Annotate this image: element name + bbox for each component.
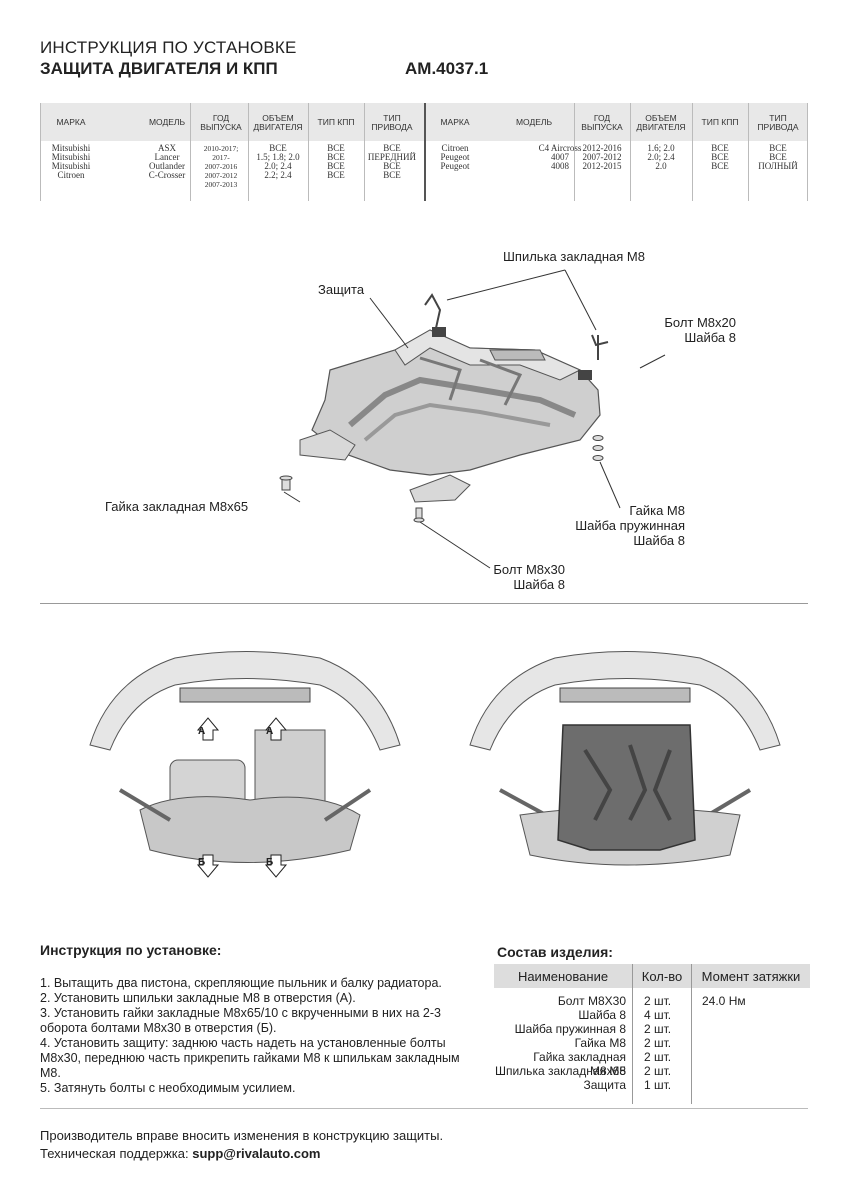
table-divider bbox=[630, 103, 631, 201]
parts-header-name: Наименование bbox=[494, 964, 632, 988]
mark-b-arrows bbox=[196, 854, 288, 878]
footer-divider bbox=[40, 1108, 808, 1109]
cell-brand-right: Citroen Peugeot Peugeot bbox=[440, 143, 470, 171]
part-name: Гайка закладная М8х65 bbox=[533, 1050, 626, 1078]
header-year: ГОД ВЫПУСКА bbox=[200, 112, 242, 132]
header-drive-right: ТИП ПРИВОДА bbox=[757, 112, 799, 132]
parts-divider bbox=[632, 964, 633, 1104]
part-name: Шайба 8 bbox=[578, 1008, 626, 1022]
instruction-step: 3. Установить гайки закладные М8х65/10 с… bbox=[40, 1006, 441, 1035]
vehicle-underside-installed-diagram bbox=[469, 651, 781, 866]
header-brand-right: МАРКА bbox=[440, 117, 470, 128]
part-name: Шпилька закладная М8 bbox=[494, 1064, 626, 1078]
fastener-stud-left bbox=[424, 293, 442, 329]
header-engine: ОБЪЕМ ДВИГАТЕЛЯ bbox=[253, 112, 303, 132]
fastener-nut-insert bbox=[279, 475, 293, 491]
part-qty: 1 шт. bbox=[644, 1078, 672, 1092]
leader-lines bbox=[283, 269, 666, 569]
table-divider bbox=[40, 103, 41, 201]
mark-b-label-1: Б bbox=[198, 857, 206, 868]
header-gearbox: ТИП КПП bbox=[317, 117, 355, 128]
footer-notice: Производитель вправе вносить изменения в… bbox=[40, 1128, 444, 1143]
mark-a-arrows bbox=[196, 717, 288, 741]
parts-header-torque: Момент затяжки bbox=[692, 964, 810, 988]
skid-plate-drawing bbox=[299, 327, 601, 503]
cell-drive-right: ВСЕ ВСЕ ПОЛНЫЙ bbox=[758, 143, 798, 171]
parts-header-qty: Кол-во bbox=[633, 964, 691, 988]
label-nut-m8: Гайка М8 Шайба пружинная Шайба 8 bbox=[575, 503, 685, 548]
parts-table: Наименование Кол-во Момент затяжки Болт … bbox=[494, 964, 810, 1104]
header-model: МОДЕЛЬ bbox=[148, 117, 186, 128]
part-qty: 2 шт. bbox=[644, 1022, 672, 1036]
header-model-right: МОДЕЛЬ bbox=[515, 117, 553, 128]
header-engine-right: ОБЪЕМ ДВИГАТЕЛЯ bbox=[636, 112, 686, 132]
part-qty: 2 шт. bbox=[644, 994, 672, 1008]
exploded-assembly-diagram bbox=[279, 269, 666, 569]
table-divider-center bbox=[424, 103, 426, 201]
header-year-right: ГОД ВЫПУСКА bbox=[581, 112, 623, 132]
part-name: Гайка М8 bbox=[574, 1036, 626, 1050]
parts-title: Состав изделия: bbox=[497, 944, 613, 960]
part-qty: 2 шт. bbox=[644, 1050, 672, 1064]
cell-gearbox-left: ВСЕ ВСЕ ВСЕ ВСЕ bbox=[327, 143, 345, 180]
support-email-link[interactable]: supp@rivalauto.com bbox=[192, 1146, 321, 1161]
cell-engine-left: ВСЕ 1.5; 1.8; 2.0 2.0; 2.4 2.2; 2.4 bbox=[256, 143, 300, 180]
table-divider bbox=[190, 103, 191, 201]
fastener-stud-right bbox=[591, 334, 609, 360]
header-drive: ТИП ПРИВОДА bbox=[371, 112, 413, 132]
cell-engine-right: 1.6; 2.0 2.0; 2.4 2.0 bbox=[647, 143, 675, 171]
part-name: Болт М8Х30 bbox=[557, 994, 626, 1008]
part-qty: 4 шт. bbox=[644, 1008, 672, 1022]
cell-model-left: ASX Lancer Outlander C-Crosser bbox=[148, 143, 186, 180]
part-qty: 2 шт. bbox=[644, 1036, 672, 1050]
cell-gearbox-right: ВСЕ ВСЕ ВСЕ bbox=[711, 143, 729, 171]
fastener-washers bbox=[592, 435, 604, 461]
cell-year-right: 2012-2016 2007-2012 2012-2015 bbox=[582, 143, 622, 171]
fastener-bolt-bottom bbox=[413, 507, 425, 523]
label-nut-insert: Гайка закладная М8х65 bbox=[105, 499, 249, 514]
cell-model-right: C4 Aircross 4007 4008 bbox=[538, 143, 582, 171]
cell-brand-left: Mitsubishi Mitsubishi Mitsubishi Citroen bbox=[51, 143, 91, 180]
instructions-list: 1. Вытащить два пистона, скрепляющие пыл… bbox=[40, 976, 470, 1096]
part-qty: 2 шт. bbox=[644, 1064, 672, 1078]
instruction-step: 4. Установить защиту: заднюю часть надет… bbox=[40, 1036, 460, 1080]
table-divider bbox=[748, 103, 749, 201]
table-divider bbox=[692, 103, 693, 201]
label-bolt-bottom: Болт М8х30 Шайба 8 bbox=[493, 562, 565, 592]
installed-skid-plate bbox=[557, 724, 696, 851]
label-bolt-top: Болт М8х20 Шайба 8 bbox=[664, 315, 736, 345]
header-brand: МАРКА bbox=[56, 117, 86, 128]
parts-divider bbox=[691, 964, 692, 1104]
header-gearbox-right: ТИП КПП bbox=[701, 117, 739, 128]
mark-b-label-2: Б bbox=[266, 857, 274, 868]
cell-drive-left: ВСЕ ПЕРЕДНИЙ ВСЕ ВСЕ bbox=[367, 143, 417, 180]
vehicle-underside-before-diagram bbox=[89, 651, 401, 878]
mark-a-label-1: А bbox=[198, 726, 206, 737]
document-title: ИНСТРУКЦИЯ ПО УСТАНОВКЕ bbox=[40, 38, 297, 57]
document-subtitle: ЗАЩИТА ДВИГАТЕЛЯ И КПП bbox=[40, 59, 278, 78]
table-divider bbox=[248, 103, 249, 201]
table-divider bbox=[574, 103, 575, 201]
part-name: Шайба пружинная 8 bbox=[514, 1022, 626, 1036]
part-name: Защита bbox=[583, 1078, 626, 1092]
cell-year-left: 2010-2017; 2017- 2007-2016 2007-2012 200… bbox=[203, 144, 239, 189]
label-stud: Шпилька закладная М8 bbox=[503, 249, 645, 264]
footer-support: Техническая поддержка: supp@rivalauto.co… bbox=[40, 1146, 320, 1161]
table-divider bbox=[308, 103, 309, 201]
instruction-step: 5. Затянуть болты с необходимым усилием. bbox=[40, 1081, 296, 1095]
part-torque: 24.0 Нм bbox=[702, 994, 746, 1008]
section-divider bbox=[40, 603, 808, 604]
compatibility-table: МАРКА МОДЕЛЬ ГОД ВЫПУСКА ОБЪЕМ ДВИГАТЕЛЯ… bbox=[40, 103, 808, 203]
instructions-title: Инструкция по установке: bbox=[40, 942, 222, 958]
table-divider bbox=[364, 103, 365, 201]
product-code: AM.4037.1 bbox=[405, 59, 489, 78]
support-label: Техническая поддержка: bbox=[40, 1146, 189, 1161]
label-guard: Защита bbox=[318, 282, 365, 297]
table-divider bbox=[807, 103, 808, 201]
instruction-step: 2. Установить шпильки закладные М8 в отв… bbox=[40, 991, 356, 1005]
instruction-step: 1. Вытащить два пистона, скрепляющие пыл… bbox=[40, 976, 442, 990]
mark-a-label-2: А bbox=[266, 726, 274, 737]
